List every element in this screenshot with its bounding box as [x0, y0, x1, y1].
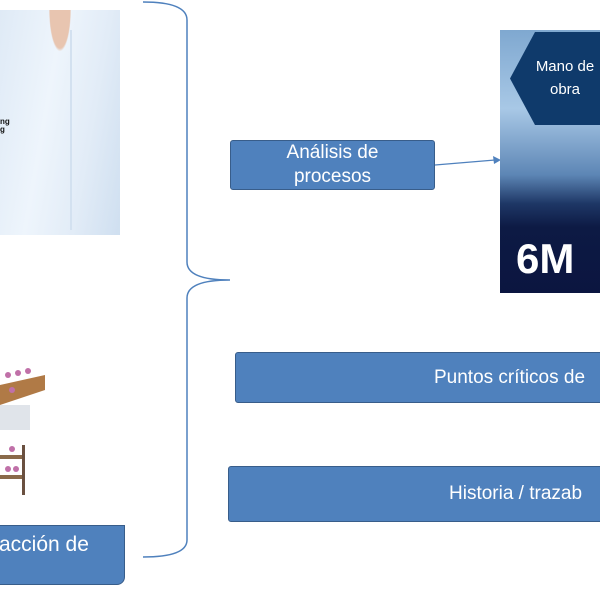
- arrow-head: [493, 156, 501, 164]
- curly-brace: [142, 1, 231, 558]
- six-m-image: Mano de obra 6M: [500, 30, 600, 293]
- shirt-placket: [70, 30, 72, 230]
- six-m-title: 6M: [516, 235, 575, 282]
- historia-trazabilidad-box[interactable]: Historia / trazab: [228, 466, 600, 522]
- accion-box[interactable]: acción de: [0, 525, 125, 585]
- logo-line: g: [0, 125, 5, 134]
- arrow-line: [434, 159, 496, 166]
- workstation-illustration: [0, 368, 45, 495]
- logo-line: ng: [0, 117, 10, 126]
- mano-de-obra-hexagon: Mano de obra: [510, 32, 600, 125]
- puntos-criticos-box[interactable]: Puntos críticos de: [235, 352, 600, 403]
- analisis-procesos-box[interactable]: Análisis de procesos: [230, 140, 435, 190]
